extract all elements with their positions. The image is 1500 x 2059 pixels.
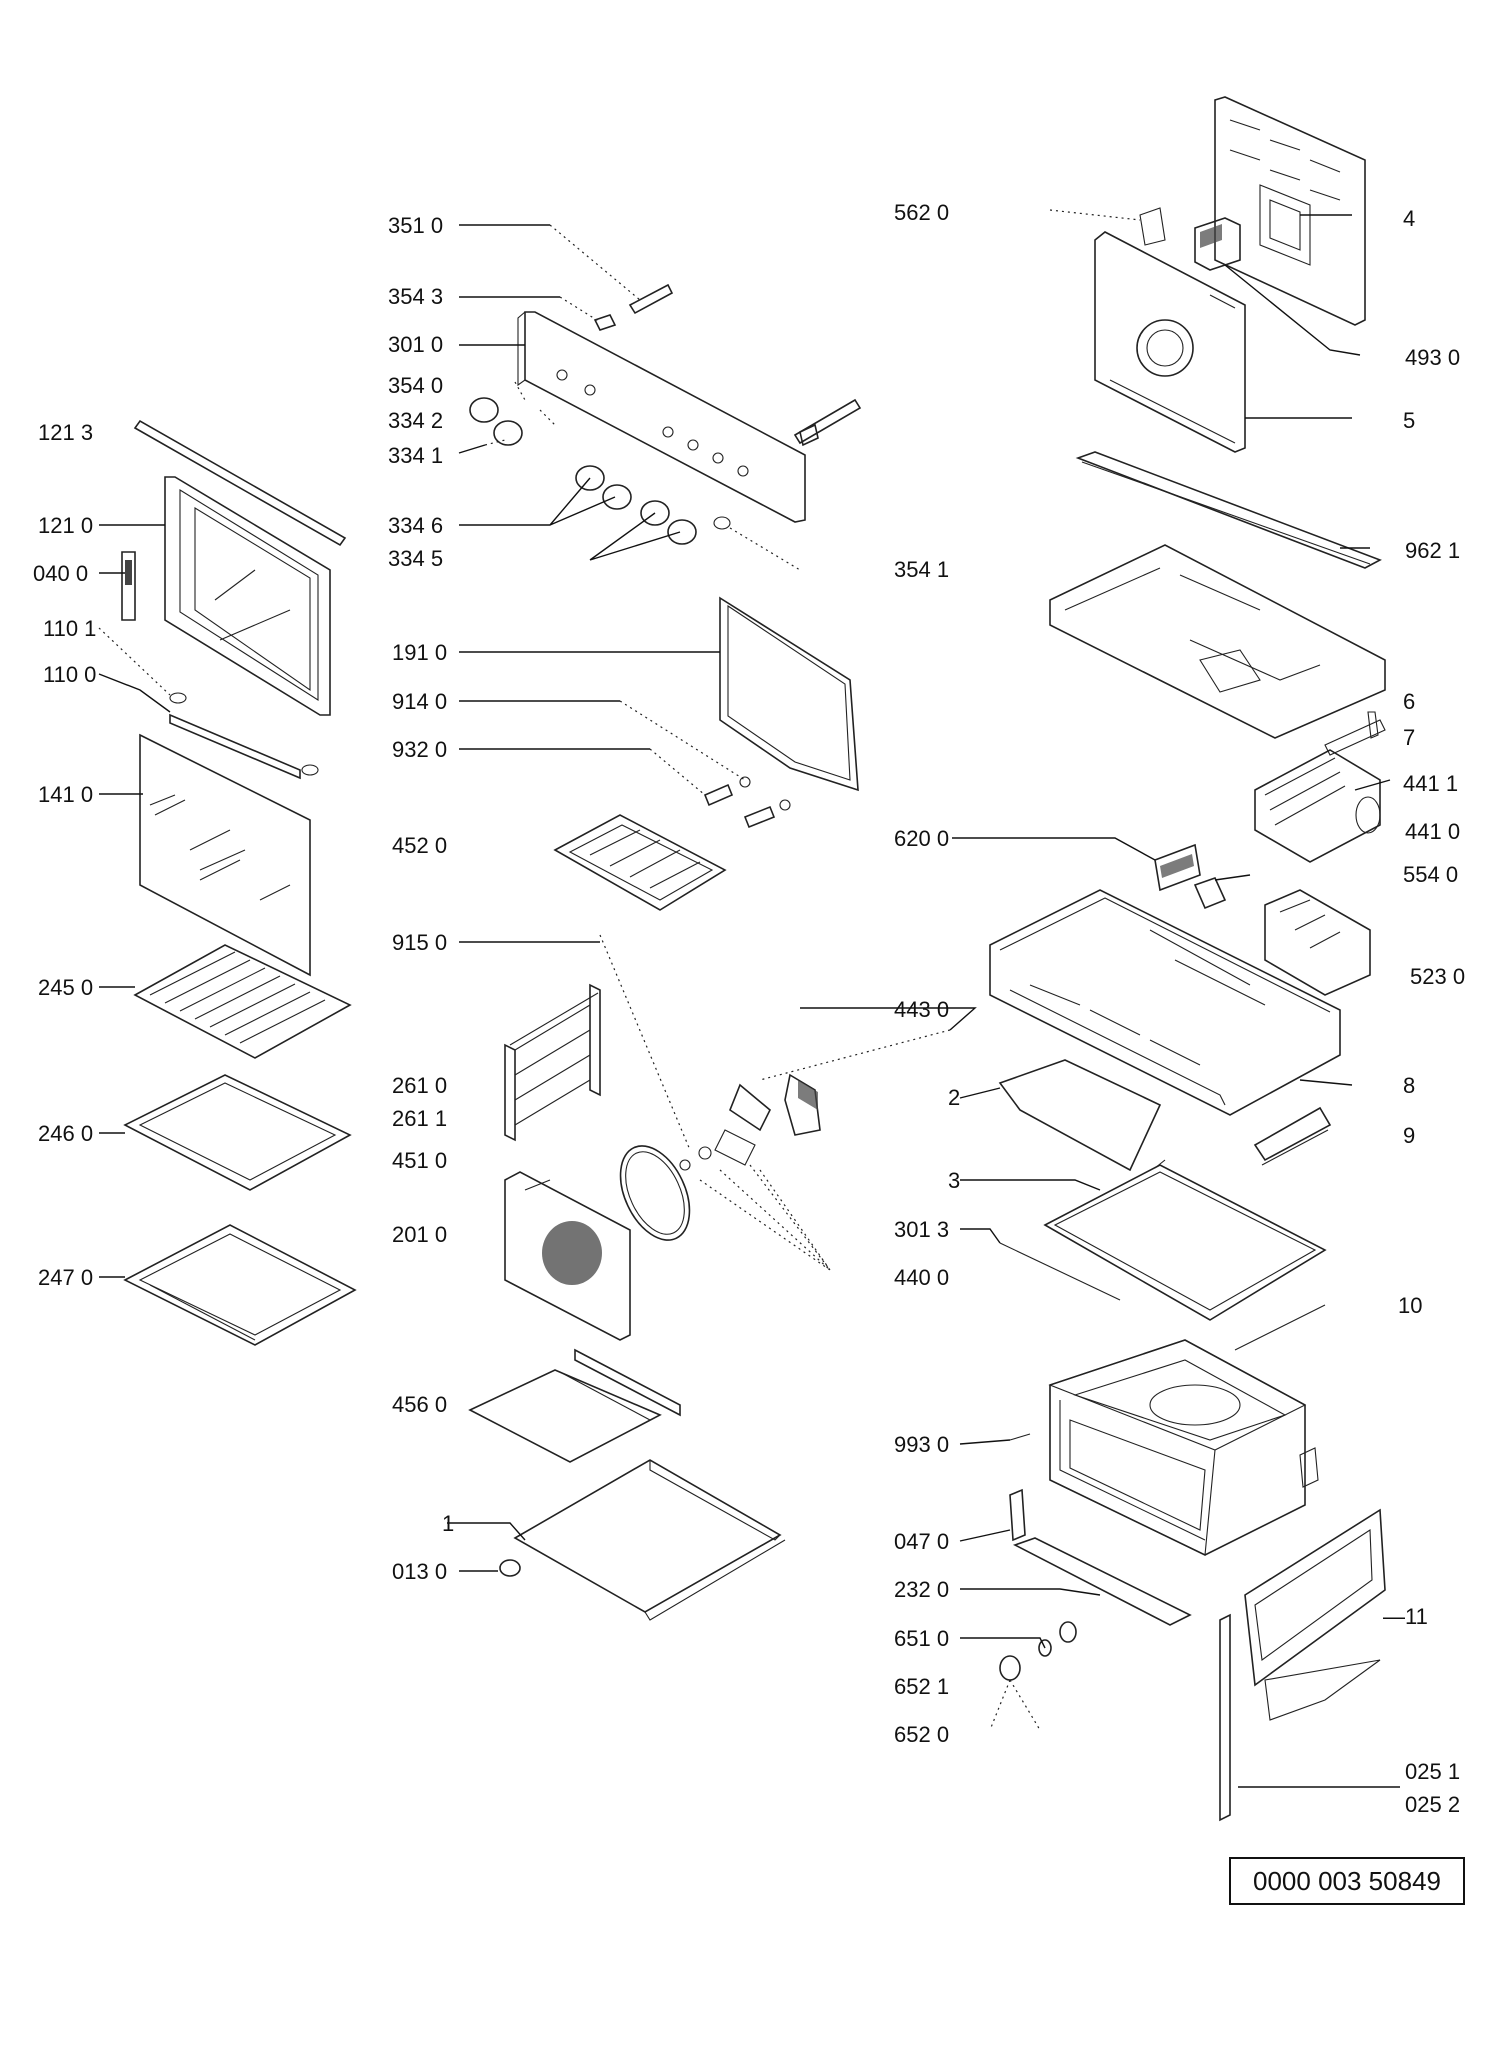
label-620-0: 620 0 [894, 826, 949, 851]
side-panel-11 [1219, 1508, 1386, 1822]
label-932-0: 932 0 [392, 737, 447, 762]
label-201-0: 201 0 [392, 1222, 447, 1247]
door-assembly [121, 419, 347, 977]
label-246-0: 246 0 [38, 1121, 93, 1146]
label-110-1: 110 1 [43, 616, 96, 641]
label-040-0: 040 0 [33, 561, 88, 586]
label-10: 10 [1398, 1293, 1422, 1318]
label-441-1: 441 1 [1403, 771, 1458, 796]
label-232-0: 232 0 [894, 1577, 949, 1602]
label-354-1: 354 1 [894, 557, 949, 582]
label-652-1: 652 1 [894, 1674, 949, 1699]
label-334-2: 334 2 [388, 408, 443, 433]
label-493-0: 493 0 [1405, 345, 1460, 370]
label-121-3: 121 3 [38, 420, 93, 445]
label-562-0: 562 0 [894, 200, 949, 225]
label-354-0: 354 0 [388, 373, 443, 398]
label-261-1: 261 1 [392, 1106, 447, 1131]
document-number: 0000 003 50849 [1253, 1865, 1441, 1896]
label-962-1: 962 1 [1405, 538, 1460, 563]
label-025-2: 025 2 [1405, 1792, 1460, 1817]
label-334-5: 334 5 [388, 546, 443, 571]
label-441-0: 441 0 [1405, 819, 1460, 844]
part-number-labels: 351 0 354 3 301 0 354 0 334 2 334 1 334 … [33, 200, 1465, 1817]
label-993-0: 993 0 [894, 1432, 949, 1457]
label-11: —11 [1383, 1604, 1428, 1629]
label-9: 9 [1403, 1123, 1415, 1148]
bottom-parts [468, 1348, 786, 1621]
side-rails-and-back [504, 934, 831, 1341]
label-191-0: 191 0 [392, 640, 447, 665]
label-914-0: 914 0 [392, 689, 447, 714]
label-1: 1 [442, 1511, 454, 1536]
label-2: 2 [948, 1085, 960, 1110]
label-652-0: 652 0 [894, 1722, 949, 1747]
label-351-0: 351 0 [388, 213, 443, 238]
label-141-0: 141 0 [38, 782, 93, 807]
label-261-0: 261 0 [392, 1073, 447, 1098]
label-3: 3 [948, 1168, 960, 1193]
label-4: 4 [1403, 206, 1415, 231]
label-451-0: 451 0 [392, 1148, 447, 1173]
label-440-0: 440 0 [894, 1265, 949, 1290]
label-456-0: 456 0 [392, 1392, 447, 1417]
label-334-1: 334 1 [388, 443, 443, 468]
tray-247 [123, 1224, 357, 1346]
label-5: 5 [1403, 408, 1415, 433]
label-121-0: 121 0 [38, 513, 93, 538]
control-panel [469, 283, 862, 571]
label-334-6: 334 6 [388, 513, 443, 538]
back-cover-assembly [1049, 96, 1386, 863]
tray-246 [123, 1074, 352, 1191]
oven-cavity [989, 1159, 1327, 1731]
label-245-0: 245 0 [38, 975, 93, 1000]
control-housing [989, 843, 1371, 1172]
label-8: 8 [1403, 1073, 1415, 1098]
label-915-0: 915 0 [392, 930, 447, 955]
label-047-0: 047 0 [894, 1529, 949, 1554]
label-247-0: 247 0 [38, 1265, 93, 1290]
label-301-0: 301 0 [388, 332, 443, 357]
label-013-0: 013 0 [392, 1559, 447, 1584]
leader-lines [98, 209, 1400, 1788]
grill-element-area [553, 596, 859, 911]
shelf-245 [133, 944, 352, 1059]
label-025-1: 025 1 [1405, 1759, 1460, 1784]
label-452-0: 452 0 [392, 833, 447, 858]
label-7: 7 [1403, 725, 1415, 750]
label-651-0: 651 0 [894, 1626, 949, 1651]
label-523-0: 523 0 [1410, 964, 1465, 989]
document-number-box: 0000 003 50849 [1229, 1857, 1465, 1905]
label-110-0: 110 0 [43, 662, 96, 687]
label-354-3: 354 3 [388, 284, 443, 309]
label-443-0: 443 0 [894, 997, 949, 1022]
label-554-0: 554 0 [1403, 862, 1458, 887]
label-6: 6 [1403, 689, 1415, 714]
label-301-3: 301 3 [894, 1217, 949, 1242]
